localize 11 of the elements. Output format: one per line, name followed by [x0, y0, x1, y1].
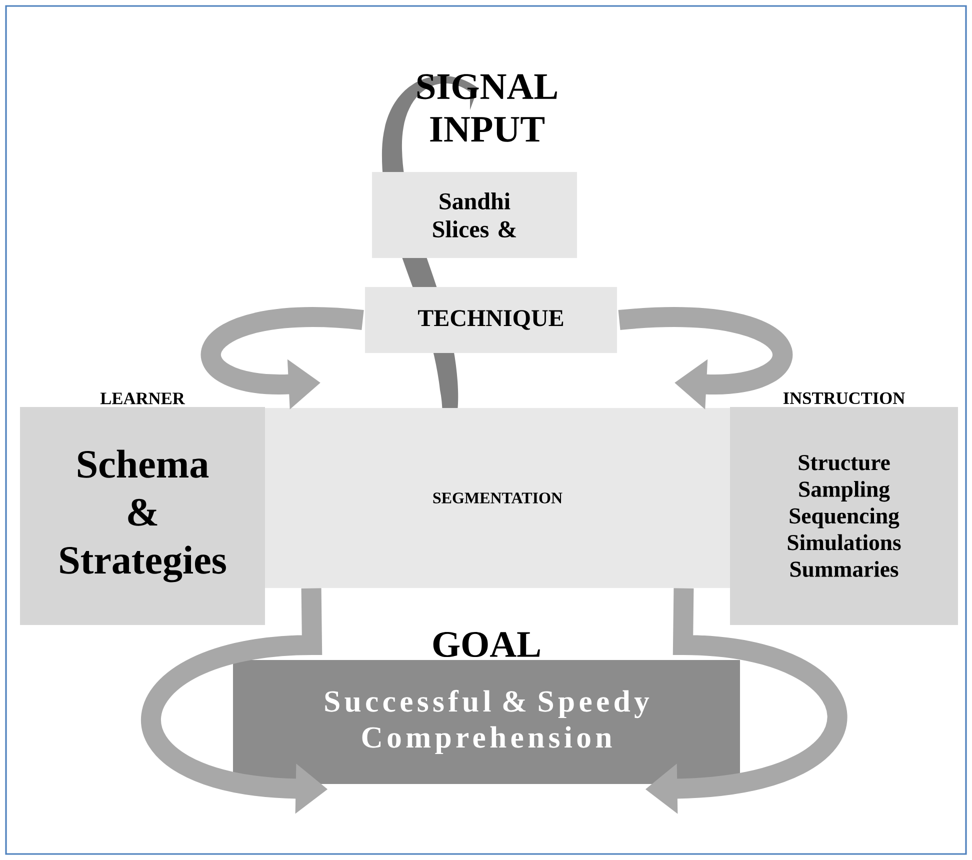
curved-arrow: [618, 307, 792, 410]
instruction-box: Structure Sampling Sequencing Simulations Summaries: [730, 407, 958, 625]
learner-box: Schema & Strategies: [20, 407, 265, 625]
text-box: TECHNIQUE: [365, 287, 617, 353]
text-box: Sandhi Slices &: [372, 172, 577, 258]
heading: GOAL: [433, 632, 540, 658]
segmentation-band: SEGMENTATION: [265, 408, 730, 588]
goal-box: Successful & Speedy Comprehension: [233, 660, 740, 784]
title: SIGNAL INPUT: [417, 74, 557, 142]
heading: INSTRUCTION: [783, 392, 905, 404]
heading: LEARNER: [100, 392, 186, 404]
